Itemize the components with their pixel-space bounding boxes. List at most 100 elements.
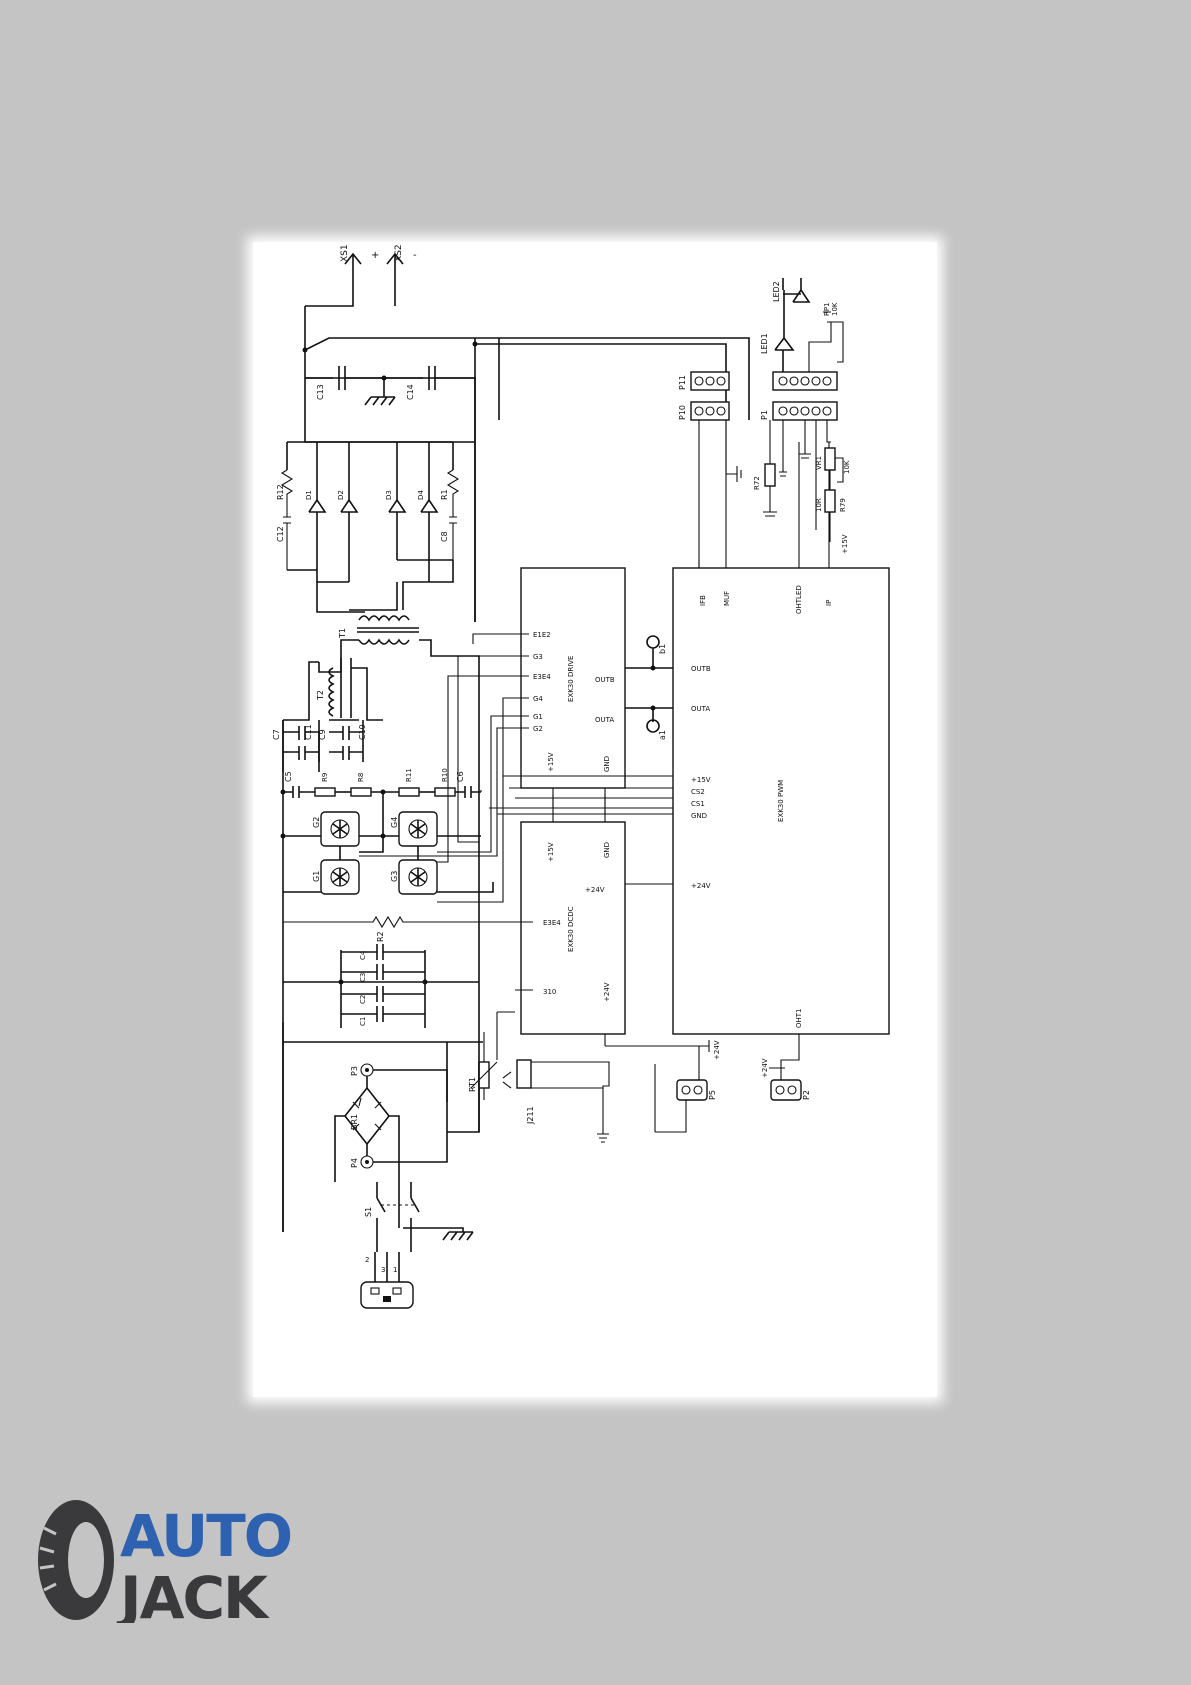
p11-label: P11 bbox=[678, 375, 687, 390]
drive-pin-g4: G4 bbox=[533, 695, 543, 703]
drive-pin-g1: G1 bbox=[533, 713, 543, 721]
tire-icon bbox=[38, 1500, 114, 1620]
led1-label: LED1 bbox=[760, 333, 769, 354]
drive-pin-e1e2: E1E2 bbox=[533, 631, 551, 639]
pwm-pin-cs2: CS2 bbox=[691, 788, 705, 796]
logo-auto: AUTO bbox=[120, 1502, 291, 1570]
s1-label: S1 bbox=[364, 1207, 373, 1217]
xs2-polarity: - bbox=[413, 250, 417, 261]
p5-label: P4 bbox=[350, 1158, 359, 1168]
c8-label: C8 bbox=[440, 531, 449, 542]
r8-label: R8 bbox=[357, 773, 365, 782]
dcdc-pin-24v: +24V bbox=[585, 886, 605, 894]
t1-transformer: T1 bbox=[316, 560, 480, 832]
p10-p11-connectors: P11 P10 bbox=[678, 371, 742, 568]
exk30-dcdc-block: EXK30 DCDC +15V GND +24V E3E4 310 +24V bbox=[515, 788, 626, 1046]
d1-label: D1 bbox=[305, 490, 313, 500]
drive-pin-outb: OUTB bbox=[595, 676, 615, 684]
p10-label: P10 bbox=[678, 405, 687, 420]
r72-label: R72 bbox=[753, 476, 761, 490]
pwm-pin-outb: OUTB bbox=[691, 665, 711, 673]
r79-label: R79 bbox=[839, 498, 847, 512]
pwm-pin-24v: +24V bbox=[691, 882, 711, 890]
led2-label: LED2 bbox=[772, 281, 781, 302]
dcdc-pin-310: 310 bbox=[543, 988, 556, 996]
g4-label: G4 bbox=[390, 817, 399, 828]
socket-pin-3: 3 bbox=[381, 1266, 385, 1274]
rail-15v-vr: +15V bbox=[841, 534, 849, 554]
dcdc-pin-e3e4: E3E4 bbox=[543, 919, 561, 927]
rp1-label: RP1 bbox=[823, 302, 831, 316]
logo-jack: JACK bbox=[116, 1564, 270, 1623]
r12-label: R12 bbox=[276, 484, 285, 500]
dcdc-pin-gnd: GND bbox=[603, 842, 611, 858]
c5-label: C5 bbox=[284, 771, 293, 782]
r2-label: R2 bbox=[376, 931, 385, 942]
r1-label: R1 bbox=[440, 489, 449, 500]
input-bridge-rectifier: P3 P4 BR1 bbox=[334, 1042, 480, 1182]
igbt-bridge: G1 G2 G3 G4 bbox=[280, 720, 494, 1232]
c3-label: C3 bbox=[359, 973, 367, 982]
exk30-pwm-block: EXK30 PWM OUTB OUTA +15V CS2 CS1 GND +24… bbox=[672, 567, 890, 1035]
c10-label: C10 bbox=[358, 724, 367, 740]
pwm-pin-ifb: IFB bbox=[699, 595, 707, 606]
c11-label: C11 bbox=[304, 724, 313, 740]
resonant-caps: C7 C11 C9 C10 bbox=[272, 719, 367, 772]
drive-pin-g2: G2 bbox=[533, 725, 543, 733]
c13-label: C13 bbox=[316, 384, 325, 400]
pwm-pin-gnd: GND bbox=[691, 812, 707, 820]
xs2-label: XS2 bbox=[394, 244, 404, 262]
node-b1: b1 bbox=[658, 644, 667, 654]
socket-pin-1: 1 bbox=[393, 1266, 397, 1274]
br1-label: BR1 bbox=[350, 1114, 359, 1130]
xs1-label: XS1 bbox=[340, 244, 350, 262]
c12-label: C12 bbox=[276, 526, 285, 542]
pwm-pin-muf: MUF bbox=[723, 591, 731, 606]
c13-c14-snubber: C13 C14 bbox=[305, 366, 475, 406]
output-rectifier-bank: R12 C12 D1 D2 D3 D4 R1 C8 bbox=[276, 378, 475, 583]
drive-pin-g3: G3 bbox=[533, 653, 543, 661]
gate-resistor-row: C5 R9 R8 R11 R10 C6 bbox=[280, 768, 481, 798]
c9-label: C9 bbox=[318, 729, 327, 740]
c7-label: C7 bbox=[272, 729, 281, 740]
d3-label: D3 bbox=[385, 490, 393, 500]
r11-label: R11 bbox=[405, 768, 413, 782]
j211-label: J211 bbox=[526, 1106, 535, 1125]
dcdc-block-label: EXK30 DCDC bbox=[567, 906, 575, 952]
g2-label: G2 bbox=[312, 817, 321, 828]
d4-label: D4 bbox=[417, 490, 425, 500]
t1-label: T1 bbox=[338, 628, 347, 639]
pwm-pin-ohtled: OHTLED bbox=[795, 585, 803, 614]
g1-label: G1 bbox=[312, 871, 321, 882]
drive-pin-gnd: GND bbox=[603, 756, 611, 772]
r2-bleed-resistor: R2 bbox=[283, 915, 533, 942]
r79-value: 10R bbox=[815, 498, 823, 512]
vr1-label: VR1 bbox=[815, 456, 823, 470]
autojack-logo: AUTO JACK bbox=[38, 1500, 293, 1623]
p1-label: P1 bbox=[760, 410, 769, 420]
drive-block-label: EXK30 DRIVE bbox=[567, 656, 575, 702]
p2-label: P2 bbox=[802, 1090, 811, 1100]
p1-led-connector: P1 LED1 LED2 RP1 10K bbox=[760, 278, 844, 421]
d2-label: D2 bbox=[337, 490, 345, 500]
pwm-pin-15v: +15V bbox=[691, 776, 711, 784]
g3-label: G3 bbox=[390, 871, 399, 882]
drive-pin-outa: OUTA bbox=[595, 716, 614, 724]
p3-p2-relay: P5 P2 +24V +24V J211 bbox=[516, 1040, 811, 1143]
pwm-block-label: EXK30 PWM bbox=[777, 780, 785, 822]
dcdc-pin-15v: +15V bbox=[547, 842, 555, 862]
dc-bus-capacitors: C4 C3 C2 C1 bbox=[283, 944, 479, 1028]
welder-schematic-diagram: XS1 XS2 + - C13 C14 R12 C12 D1 D2 D3 D4 … bbox=[272, 244, 890, 1309]
r10-label: R10 bbox=[441, 768, 449, 782]
output-terminals: XS1 XS2 + - bbox=[305, 244, 417, 307]
p3-label: P5 bbox=[708, 1090, 717, 1100]
earth-ground-symbol bbox=[403, 1227, 474, 1241]
c1-label: C1 bbox=[359, 1017, 367, 1026]
pwm-pin-oht1: OHT1 bbox=[795, 1008, 803, 1028]
c14-label: C14 bbox=[406, 384, 415, 400]
t2-current-transformer: T2 bbox=[283, 656, 383, 721]
socket-pin-2: 2 bbox=[365, 1256, 369, 1264]
s1-power-switch: S1 bbox=[364, 1182, 420, 1252]
c6-label: C6 bbox=[456, 771, 465, 782]
ac-input-socket: 2 3 1 bbox=[360, 1252, 414, 1309]
